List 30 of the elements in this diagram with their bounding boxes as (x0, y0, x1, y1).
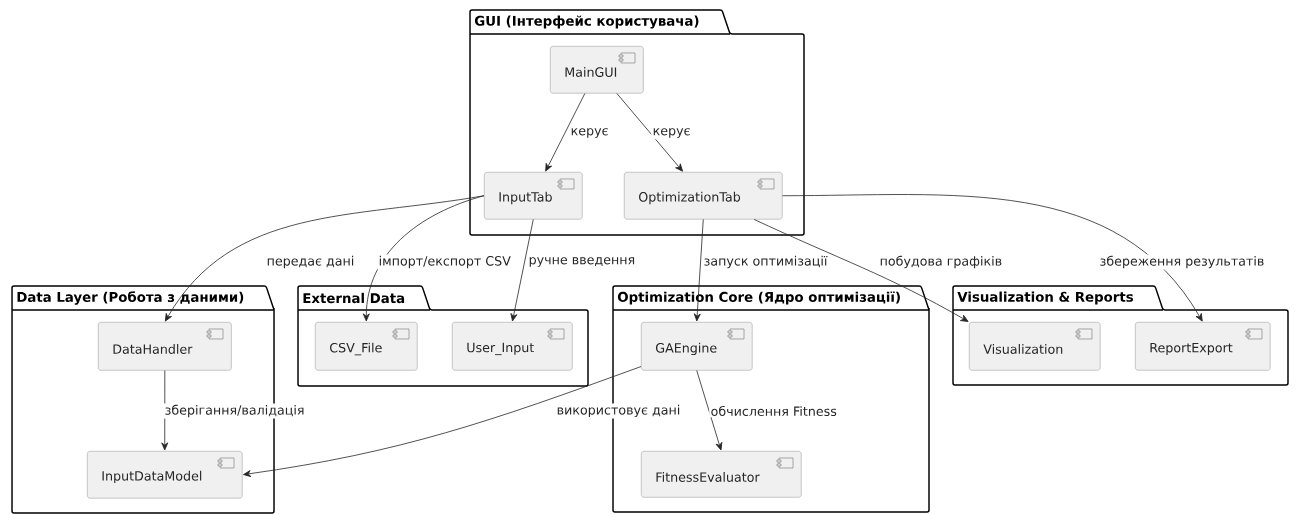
edge-label: передає дані (265, 254, 356, 270)
arrow (510, 219, 534, 322)
component-box: DataHandler (98, 322, 232, 371)
component-box: Visualization (969, 322, 1101, 371)
component-box: OptimizationTab (624, 172, 783, 220)
arrow (616, 93, 683, 172)
arrow (164, 195, 485, 322)
component-box: ReportExport (1135, 322, 1271, 371)
component-box: FitnessEvaluator (641, 451, 802, 498)
component-box: MainGUI (550, 46, 644, 94)
edge-label: використовує дані (555, 403, 682, 419)
arrow (696, 370, 723, 451)
edge-label: імпорт/експорт CSV (377, 254, 513, 270)
arrow (782, 194, 1203, 322)
arrow (161, 370, 169, 451)
component-box: User_Input (452, 322, 573, 371)
edge-label: ручне введення (527, 255, 637, 269)
arrow (693, 219, 704, 322)
edge-label: зберігання/валідація (163, 403, 306, 419)
component-box: InputDataModel (87, 451, 243, 499)
arrow (243, 366, 642, 478)
arrow (753, 219, 969, 322)
edge-label: збереження результатів (1098, 254, 1266, 270)
arrow (362, 195, 485, 322)
component-box: CSV_File (315, 322, 418, 371)
arrow (545, 93, 586, 172)
edge-label: запуск оптимізації (702, 254, 829, 270)
component-box: GAEngine (641, 322, 753, 371)
edge-label: побудова графіків (878, 254, 1004, 270)
component-box: InputTab (484, 172, 583, 220)
